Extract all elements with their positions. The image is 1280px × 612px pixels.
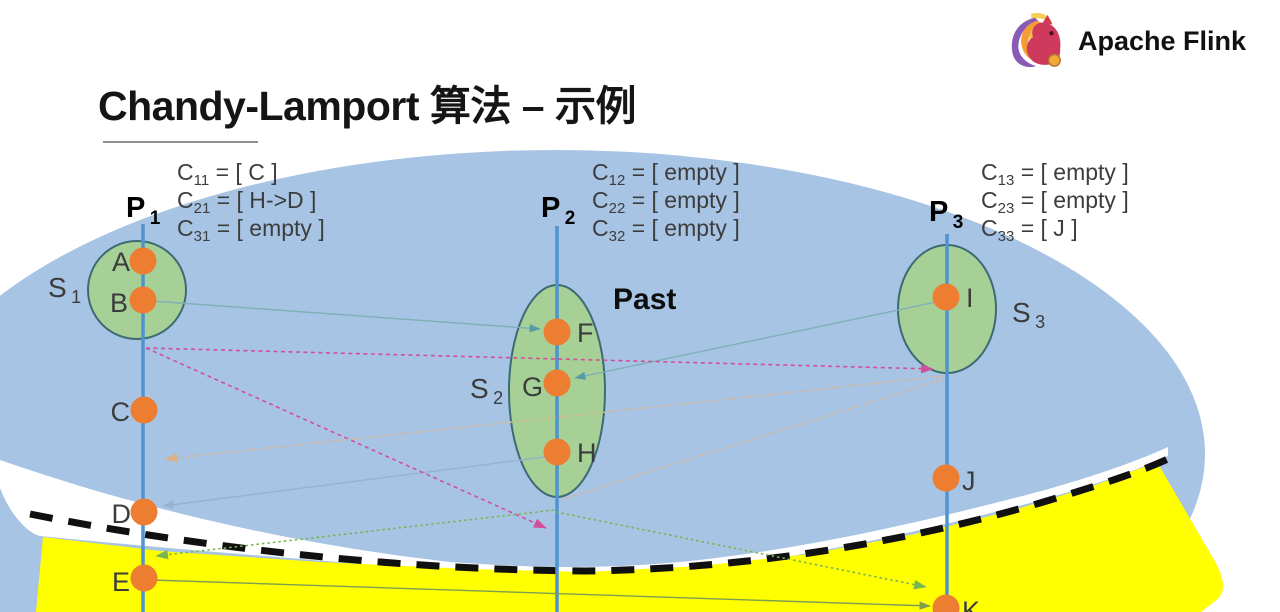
event-label-k: K: [962, 596, 980, 612]
marker-p1-to-p2: [145, 347, 547, 529]
channel-sub: 33: [998, 228, 1015, 245]
channel-value: = [ empty ]: [210, 215, 324, 241]
event-dot-a: [129, 247, 157, 275]
channel-value: = [ empty ]: [625, 215, 739, 241]
snapshot-label-s2: S 2: [470, 373, 503, 408]
channel-value: = [ J ]: [1014, 215, 1077, 241]
snapshot-label-s1: S 1: [48, 272, 81, 307]
event-label-e: E: [112, 567, 130, 597]
channel-value: = [ empty ]: [625, 159, 739, 185]
marker-p3-to-p2: [562, 378, 945, 500]
flink-squirrel-icon: [1011, 12, 1061, 68]
channel-main: C: [981, 187, 998, 213]
channel-main: C: [592, 215, 609, 241]
white-gap-band: [0, 447, 1168, 576]
event-label-a: A: [112, 247, 130, 277]
channel-sub: 13: [998, 172, 1015, 189]
channel-main: C: [592, 187, 609, 213]
channel-state-c23: C23 = [ empty ]: [981, 187, 1129, 217]
channel-sub: 31: [194, 228, 211, 245]
channel-state-c12: C12 = [ empty ]: [592, 159, 740, 189]
message-i-to-g: [574, 300, 942, 380]
event-dot-k: [932, 594, 960, 612]
marker-p2-to-p1: [155, 509, 555, 560]
event-label-j: J: [962, 466, 976, 496]
brand-text: Apache Flink: [1078, 25, 1247, 56]
event-label-b: B: [110, 288, 128, 318]
process-label-main: P: [126, 192, 145, 224]
channel-sub: 12: [609, 172, 626, 189]
event-dot-d: [130, 498, 158, 526]
event-dot-h: [543, 438, 571, 466]
title-underline: [103, 141, 258, 143]
channel-main: C: [592, 159, 609, 185]
snapshot-label-main: S: [470, 373, 489, 404]
event-dot-f: [543, 318, 571, 346]
process-label-sub: 3: [953, 212, 964, 233]
snapshot-cut-dashed-line: [29, 454, 1172, 575]
channel-main: C: [177, 187, 194, 213]
message-e-to-k: [151, 579, 931, 610]
channel-value: = [ C ]: [209, 159, 277, 185]
channel-sub: 11: [194, 172, 210, 189]
channel-main: C: [177, 215, 194, 241]
message-h-to-d: [162, 455, 553, 509]
channel-main: C: [981, 159, 998, 185]
channel-main: C: [981, 215, 998, 241]
channel-sub: 32: [609, 228, 626, 245]
event-dot-b: [129, 286, 157, 314]
future-region-arrow: [36, 462, 1224, 612]
snapshot-label-sub: 3: [1035, 312, 1045, 332]
channel-state-c13: C13 = [ empty ]: [981, 159, 1129, 189]
event-label-d: D: [112, 499, 132, 529]
process-label-sub: 1: [150, 208, 161, 229]
event-dot-e: [130, 564, 158, 592]
process-label-main: P: [929, 196, 948, 228]
channel-value: = [ empty ]: [1014, 187, 1128, 213]
past-label: Past: [613, 283, 676, 316]
channel-state-c31: C31 = [ empty ]: [177, 215, 325, 245]
snapshot-label-main: S: [48, 272, 67, 303]
process-label-p2: P 2: [541, 192, 575, 229]
channel-sub: 23: [998, 200, 1015, 217]
apache-flink-logo: Apache Flink: [1006, 12, 1246, 70]
event-label-f: F: [577, 318, 594, 348]
snapshot-label-sub: 1: [71, 287, 81, 307]
event-label-g: G: [522, 372, 543, 402]
process-label-p1: P 1: [126, 192, 161, 229]
process-label-main: P: [541, 192, 560, 224]
marker-p1-to-p3: [145, 347, 934, 374]
channel-state-c11: C11 = [ C ]: [177, 159, 278, 189]
channel-state-c21: C21 = [ H->D ]: [177, 187, 316, 217]
channel-main: C: [177, 159, 194, 185]
event-dot-g: [543, 369, 571, 397]
event-label-c: C: [111, 397, 131, 427]
event-dot-c: [130, 396, 158, 424]
channel-sub: 21: [194, 200, 211, 217]
snapshot-label-sub: 2: [493, 388, 503, 408]
marker-p3-to-p1: [164, 375, 945, 463]
channel-value: = [ empty ]: [1014, 159, 1128, 185]
channel-value: = [ empty ]: [625, 187, 739, 213]
event-dot-j: [932, 464, 960, 492]
process-label-p3: P 3: [929, 196, 963, 233]
channel-state-c22: C22 = [ empty ]: [592, 187, 740, 217]
channel-state-c32: C32 = [ empty ]: [592, 215, 740, 245]
marker-p2-to-p3: [555, 511, 927, 590]
channel-sub: 22: [609, 200, 626, 217]
channel-value: = [ H->D ]: [210, 187, 316, 213]
message-b-to-f: [151, 300, 541, 333]
channel-state-c33: C33 = [ J ]: [981, 215, 1078, 245]
slide-title: Chandy-Lamport 算法 – 示例: [98, 83, 636, 129]
event-label-i: I: [966, 283, 974, 313]
snapshot-label-main: S: [1012, 297, 1031, 328]
event-dot-i: [932, 283, 960, 311]
event-label-h: H: [577, 438, 597, 468]
process-label-sub: 2: [565, 208, 576, 229]
snapshot-label-s3: S 3: [1012, 297, 1045, 332]
